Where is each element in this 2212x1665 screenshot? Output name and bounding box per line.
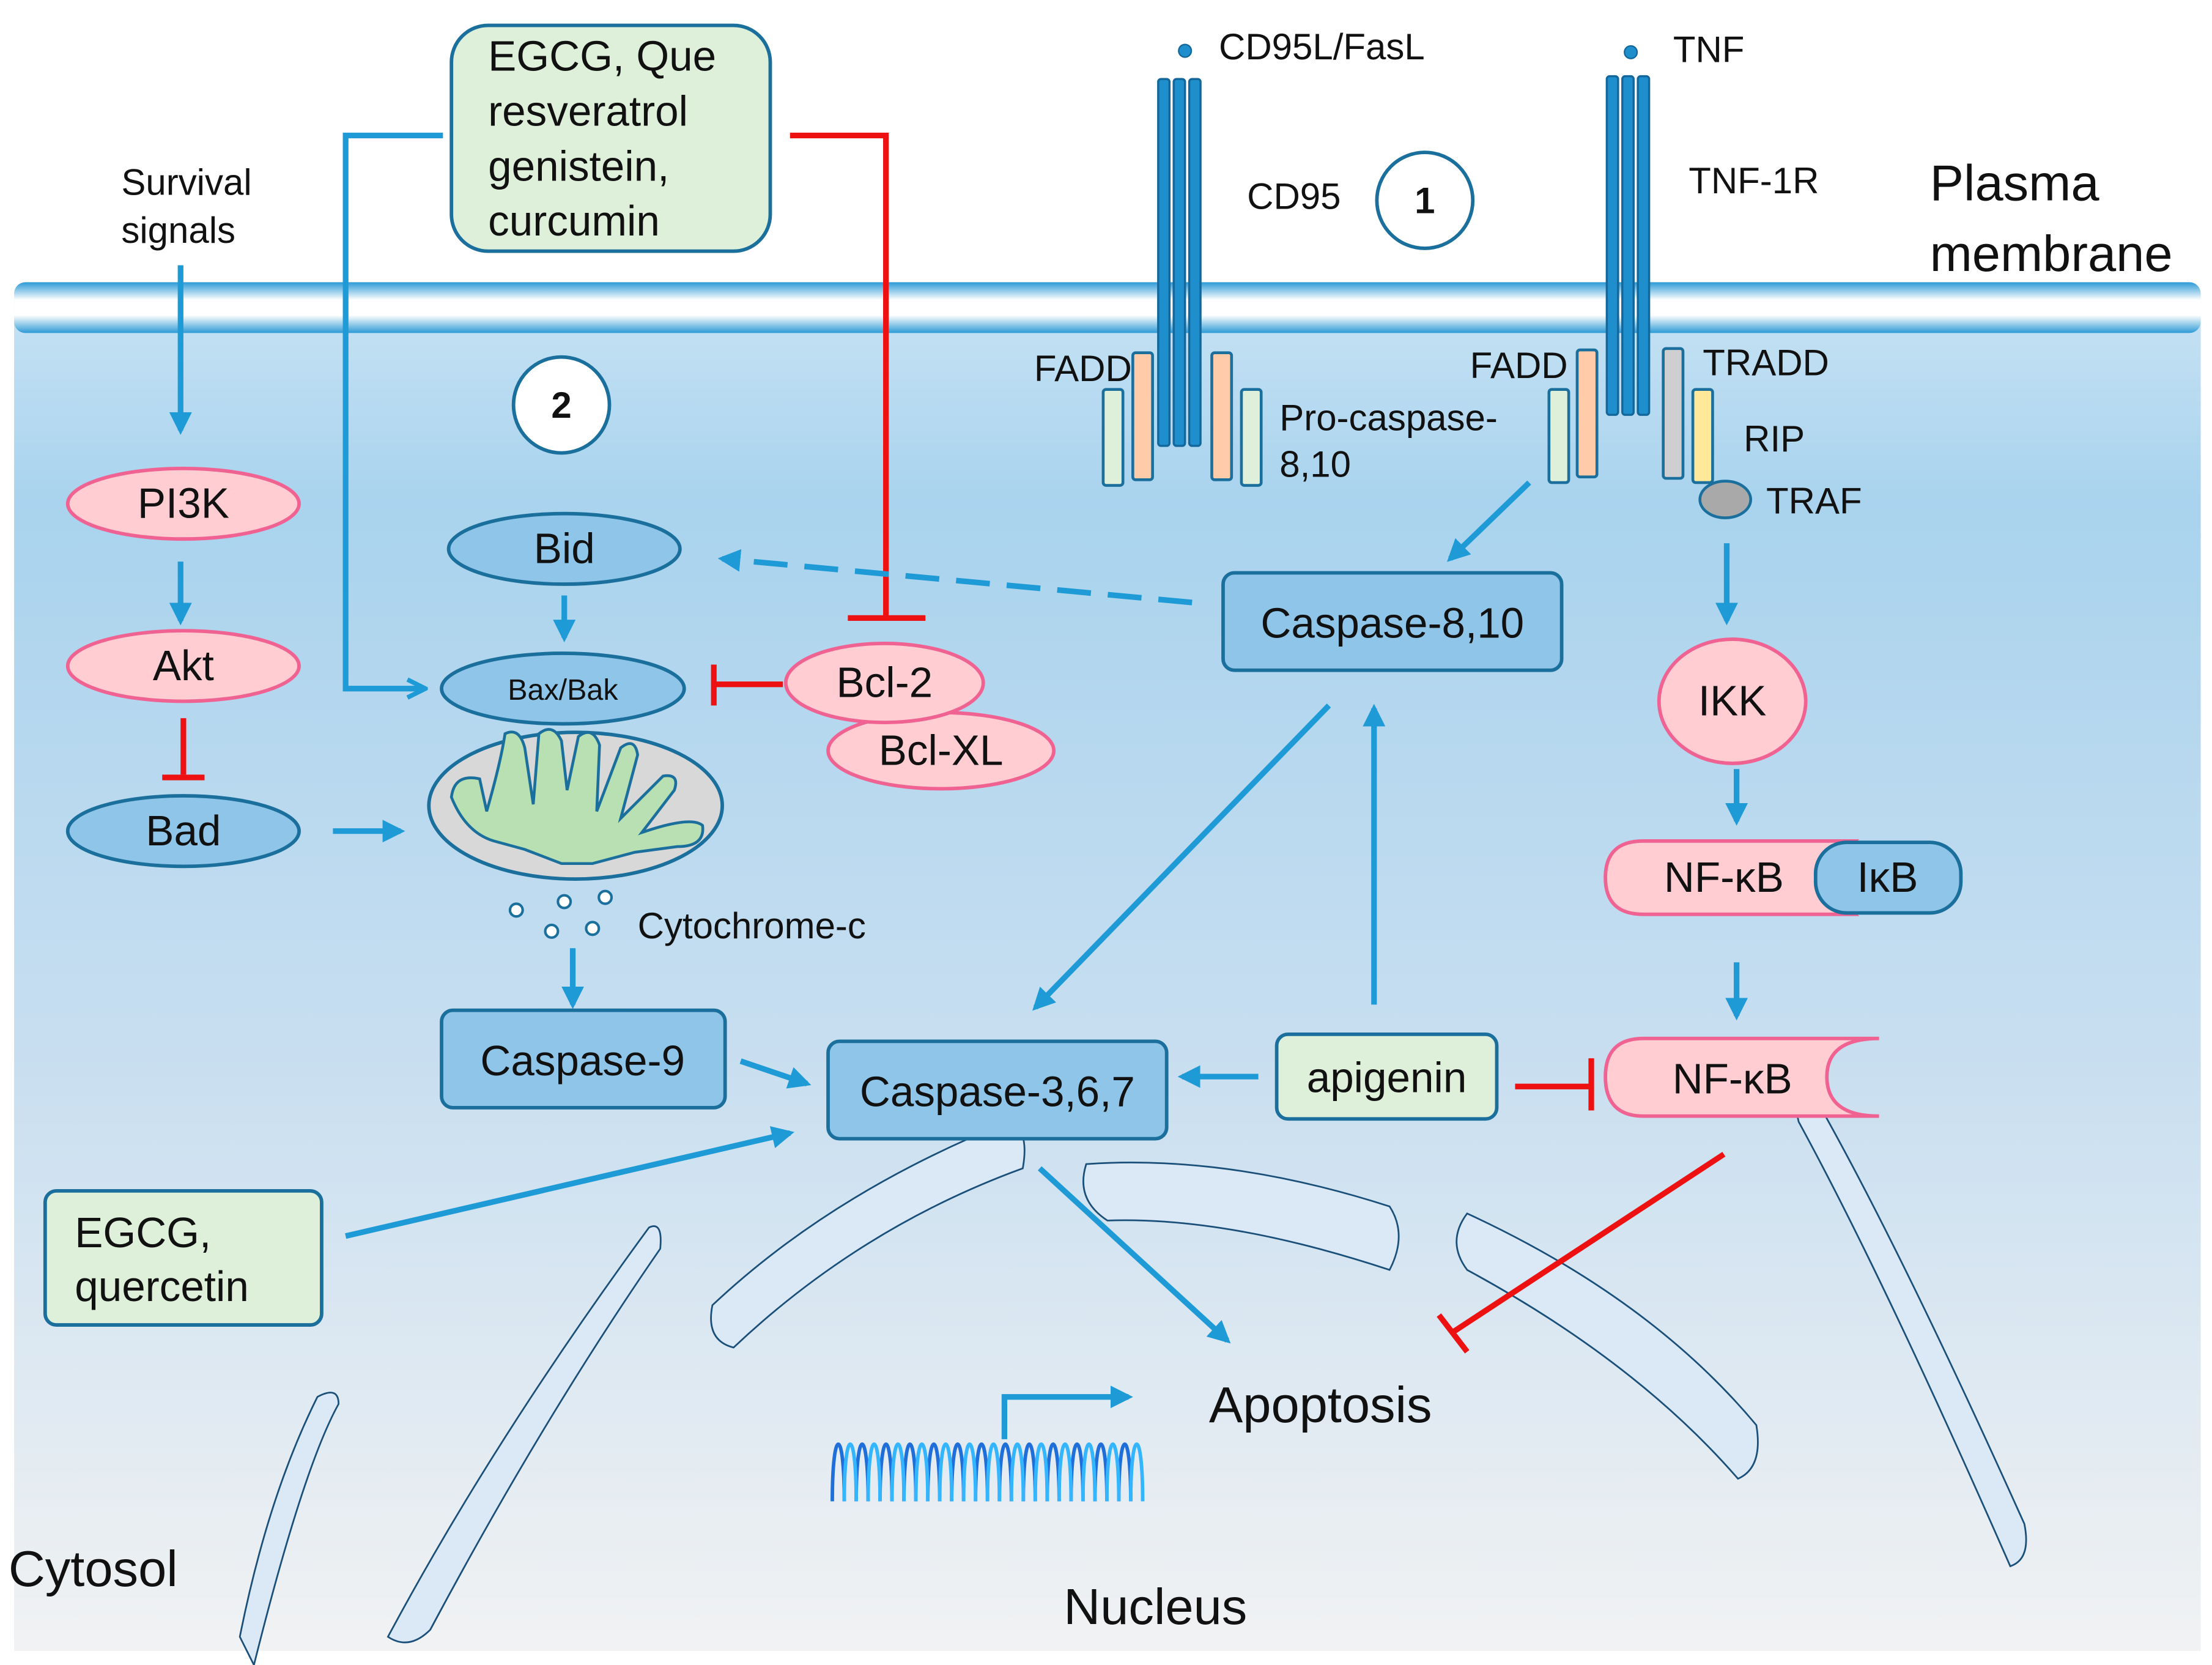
arrow-fadd-to-caspase810 <box>1447 480 1531 562</box>
bid-node <box>446 511 682 586</box>
inhibit-compounds-to-bcl2 <box>790 132 889 618</box>
procaspase-left-block-b <box>1240 388 1263 487</box>
traf-node <box>1698 480 1752 519</box>
rip-label: RIP <box>1744 418 1805 459</box>
caspase-8-10-label: Caspase-8,10 <box>1260 599 1524 647</box>
pathway-1-number: 1 <box>1415 180 1435 221</box>
ikk-node <box>1657 637 1808 765</box>
mitochondrion <box>427 728 724 881</box>
inhibit-nfkb-to-apoptosis <box>1451 1152 1726 1335</box>
bcl2-label: Bcl-2 <box>837 659 933 706</box>
survival-signals-label-2: signals <box>121 210 235 251</box>
bid-label: Bid <box>534 524 595 572</box>
traf-label: TRAF <box>1766 481 1862 522</box>
cd95-label: CD95 <box>1247 176 1341 217</box>
procaspase-label-2: 8,10 <box>1279 444 1351 485</box>
ikb-label: IκB <box>1857 853 1918 901</box>
akt-label: Akt <box>153 642 214 689</box>
pathway-2-number: 2 <box>551 385 571 426</box>
arrow-caspase810-to-caspase367 <box>1032 703 1331 1011</box>
akt-node <box>65 629 301 703</box>
nuclear-envelope <box>239 1092 2027 1665</box>
nfkb-free-node <box>1604 1036 1879 1118</box>
cd95-receptor <box>1157 78 1202 447</box>
plasma-membrane <box>14 282 2201 333</box>
caspase-8-10-node <box>1221 571 1564 672</box>
compound-box-bottom-left <box>43 1189 324 1327</box>
plasma-membrane-label-2: membrane <box>1930 225 2173 282</box>
tradd-block <box>1662 347 1685 480</box>
transcription-arrow <box>1001 1385 1133 1439</box>
baxbak-label: Bax/Bak <box>508 673 618 706</box>
cytosol-label: Cytosol <box>9 1540 178 1597</box>
dna-strand <box>842 1442 1145 1502</box>
pi3k-label: PI3K <box>138 480 229 527</box>
ikb-node <box>1813 840 1963 915</box>
compound-curcumin: curcumin <box>488 197 660 245</box>
fadd-right-block <box>1575 348 1599 478</box>
bad-node <box>65 794 301 869</box>
pathway-1-badge <box>1375 150 1475 250</box>
compound-egcg-que: EGCG, Que <box>488 32 716 80</box>
apoptosis-label: Apoptosis <box>1209 1376 1432 1433</box>
compound-resveratrol: resveratrol <box>488 87 688 135</box>
cytosol-region <box>14 299 2201 1651</box>
cytochrome-c-molecules <box>508 889 613 939</box>
caspase-9-label: Caspase-9 <box>480 1037 685 1085</box>
dna-strand <box>830 1442 1133 1502</box>
arrow-egcg-to-caspase367 <box>345 1126 794 1239</box>
fadd-right-label: FADD <box>1470 345 1568 386</box>
tnf-ligand-dot <box>1624 45 1638 59</box>
dna-helix-icon <box>830 1442 1145 1502</box>
tradd-label: TRADD <box>1703 343 1829 384</box>
apigenin-box <box>1274 1032 1499 1121</box>
bclxl-label: Bcl-XL <box>879 726 1004 774</box>
nucleus-label: Nucleus <box>1063 1578 1247 1635</box>
nfkb-complex-label: NF-κB <box>1664 853 1784 901</box>
pathway-2-badge <box>511 355 612 455</box>
apigenin-label: apigenin <box>1307 1053 1467 1101</box>
tnf-1r-label: TNF-1R <box>1689 160 1819 201</box>
cytochrome-c-label: Cytochrome-c <box>638 905 866 946</box>
survival-signals-label: Survival <box>121 161 251 202</box>
baxbak-node <box>440 651 686 726</box>
arrow-compounds-to-baxbak <box>342 132 443 688</box>
arrow-caspase367-to-apoptosis <box>1037 1166 1231 1344</box>
procaspase-right-block <box>1547 388 1570 484</box>
inhibit-bar-apoptosis <box>1437 1313 1470 1354</box>
procaspase-left-block-a <box>1101 388 1125 487</box>
bcl2-node <box>783 642 985 724</box>
caspase-9-node <box>440 1008 727 1110</box>
compound-genistein: genistein, <box>488 142 669 190</box>
tnf-1r-receptor <box>1605 75 1651 416</box>
nfkb-free-label: NF-κB <box>1673 1055 1792 1103</box>
arrow-caspase810-to-bid <box>717 549 1193 606</box>
rip-block <box>1691 388 1714 484</box>
cd95-ligand-label: CD95L/FasL <box>1219 26 1425 67</box>
compound-quercetin: quercetin <box>75 1263 249 1310</box>
fadd-left-block-a <box>1131 351 1154 481</box>
plasma-membrane-label: Plasma <box>1930 155 2100 212</box>
caspase-3-6-7-label: Caspase-3,6,7 <box>860 1068 1135 1116</box>
ikk-label: IKK <box>1698 677 1767 725</box>
bad-label: Bad <box>146 807 221 855</box>
compound-egcg: EGCG, <box>75 1209 211 1256</box>
fadd-left-block-b <box>1210 351 1234 481</box>
pi3k-node <box>65 466 301 541</box>
arrow-caspase9-to-caspase367 <box>739 1058 812 1089</box>
fadd-left-label: FADD <box>1034 348 1132 389</box>
tnf-ligand-label: TNF <box>1673 29 1745 70</box>
procaspase-label: Pro-caspase- <box>1279 398 1498 439</box>
compound-box-top: EGCG, Que resveratrol genistein, curcumi… <box>449 23 772 253</box>
cd95-ligand-dot <box>1178 43 1193 58</box>
caspase-3-6-7-node <box>826 1039 1169 1141</box>
